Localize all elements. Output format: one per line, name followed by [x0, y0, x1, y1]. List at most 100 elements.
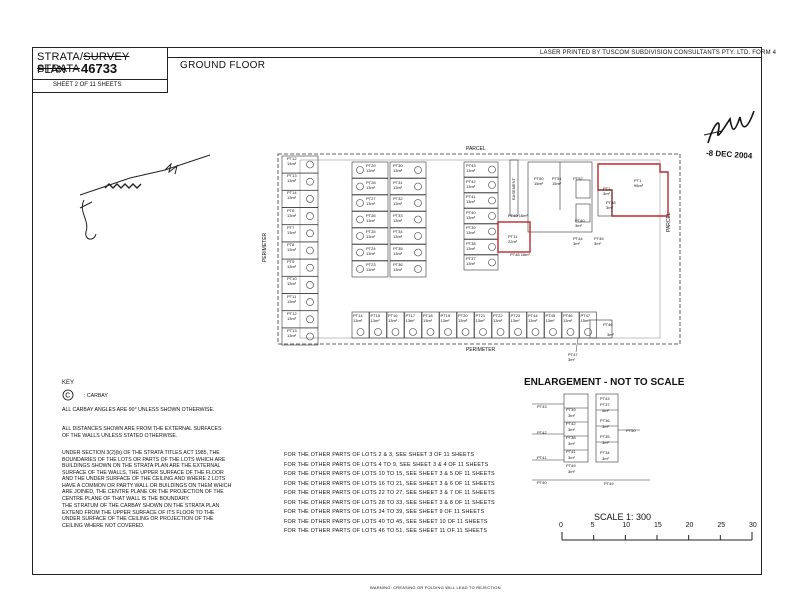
lot-area: 13m² — [366, 217, 376, 223]
lot-area: 13m² — [393, 201, 403, 206]
bottom-bay — [439, 311, 457, 339]
lot-number: PT8 — [287, 242, 295, 247]
sheet-border — [32, 47, 762, 575]
key-title: KEY — [62, 380, 75, 386]
carbay-icon — [488, 243, 496, 251]
scale-tick-label: 20 — [685, 522, 694, 529]
other-lots-line: FOR THE OTHER PARTS OF LOTS 10 TO 15, SE… — [284, 471, 495, 477]
perimeter-bottom-label: PERIMETER — [466, 347, 496, 353]
enl-left-label: PT42 — [537, 430, 547, 435]
enl-left-label: PT43 — [537, 404, 547, 409]
lot-number: PT29 — [366, 163, 376, 168]
plan-number: 46733 — [81, 61, 118, 76]
sheet-number: SHEET 2 OF 11 SHEETS — [53, 82, 122, 88]
section-line: UNDER SECTION 3(2)(b) OF THE STRATA TITL… — [62, 450, 220, 456]
stratum-line: CEILING WHERE NOT COVERED. — [62, 522, 145, 529]
lot-number: PT37 — [466, 256, 476, 261]
enl-col-a-area: 3m² — [568, 455, 575, 460]
enl-col-b-area: 4m² — [602, 408, 609, 413]
carbay-icon — [356, 328, 365, 336]
floor-plan — [277, 153, 681, 353]
lot-number: PT27 — [366, 196, 376, 201]
bottom-bay — [421, 311, 440, 339]
carbay-symbol-icon: C — [62, 389, 74, 401]
enl-col-a-area: 3m² — [568, 413, 575, 418]
lot-number: PT42 — [466, 178, 476, 184]
center-left-bay — [351, 211, 389, 228]
key-distances-1: ALL DISTANCES SHOWN ARE FROM THE EXTERNA… — [62, 426, 222, 432]
carbay-icon — [306, 195, 314, 203]
bottom-bay — [579, 311, 597, 339]
carbay-icon — [566, 328, 575, 336]
carbay-icon — [306, 177, 314, 186]
lot-area: 13m² — [287, 315, 297, 321]
enl-col-a-lot: PT39 — [566, 407, 576, 412]
scale-tick-label: 0 — [559, 522, 563, 529]
lot-number: PT13 — [287, 173, 297, 179]
section-line: BUILDINGS SHOWN ON THE STRATA PLAN ARE T… — [62, 463, 221, 469]
lot-number: PT41 — [466, 194, 476, 199]
lot-number: PT7 — [287, 224, 295, 230]
lot-number: PT23 — [366, 262, 376, 267]
carbay-icon — [356, 182, 364, 191]
lot-number: PT38 — [466, 240, 476, 246]
carbay-icon — [414, 182, 422, 191]
center-left-bay — [351, 178, 389, 195]
lot-number: PT32 — [393, 196, 403, 201]
lot-area: 13m² — [466, 230, 476, 235]
carbay-icon — [306, 281, 314, 289]
carbay-icon — [356, 265, 364, 273]
lot-area: 13m² — [423, 318, 433, 323]
lot-number: PT11 — [287, 293, 297, 299]
carbay-icon — [496, 328, 505, 336]
carbay-icon — [306, 160, 314, 169]
carbay-icon — [549, 328, 557, 336]
left-bay — [281, 327, 319, 346]
enlargement-title: ENLARGEMENT - NOT TO SCALE — [524, 377, 685, 388]
bottom-bay — [369, 311, 387, 339]
lot-area: 13m² — [366, 250, 376, 256]
other-lots-line: FOR THE OTHER PARTS OF LOTS 34 TO 39, SE… — [284, 509, 485, 515]
carbay-icon — [414, 199, 422, 207]
survey-strata-label: SURVEY STRATA — [37, 51, 130, 75]
carbay-icon — [409, 328, 417, 336]
lot-area: 13m² — [366, 267, 376, 272]
lot-area: 15m² — [580, 318, 590, 323]
other-lots-list: FOR THE OTHER PARTS OF LOTS 2 & 3, SEE S… — [284, 451, 495, 537]
center-right-bay — [463, 254, 499, 271]
lot-number: PT10 — [287, 276, 297, 282]
center-right-bay — [463, 177, 499, 193]
signature-scrawl — [703, 110, 755, 144]
lot-pt48: PT48 16m² — [510, 252, 530, 257]
enl-top-label: PT43 — [600, 396, 610, 401]
lot-number: PT40 — [466, 209, 476, 215]
enl-col-b-lot: PT36 — [600, 418, 610, 423]
lot-number: PT43 — [466, 163, 476, 168]
lot-area: 13m² — [493, 318, 503, 323]
carbay-icon — [356, 166, 364, 174]
enl-col-a-area: 3m² — [568, 469, 575, 474]
lot-area: 13m² — [393, 250, 403, 256]
